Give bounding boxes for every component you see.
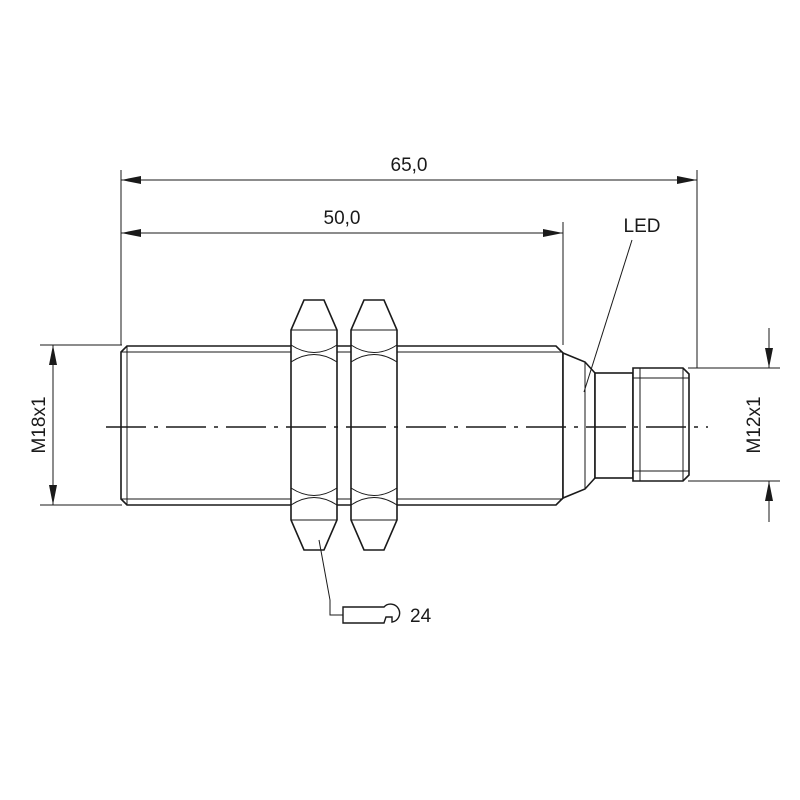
overall-length-label: 65,0 [391, 155, 428, 176]
sensor-body [120, 345, 564, 506]
wrench-callout: 24 [318, 539, 432, 627]
wrench-size-label: 24 [410, 606, 432, 627]
dimension-connector-thread: M12x1 [688, 328, 780, 522]
led-callout: LED [583, 216, 661, 393]
sensor-neck [562, 351, 634, 500]
dimension-overall-length: 65,0 [120, 155, 698, 368]
body-thread-label: M18x1 [29, 396, 50, 453]
wrench-icon [342, 603, 401, 624]
dimension-body-thread: M18x1 [29, 344, 122, 506]
led-label: LED [624, 216, 661, 237]
hex-nut-left [290, 299, 338, 551]
m12-connector [632, 367, 690, 482]
threaded-length-label: 50,0 [324, 208, 361, 229]
connector-thread-label: M12x1 [744, 396, 765, 453]
dimension-threaded-length: 50,0 [121, 208, 564, 345]
hex-nut-right [350, 299, 398, 551]
